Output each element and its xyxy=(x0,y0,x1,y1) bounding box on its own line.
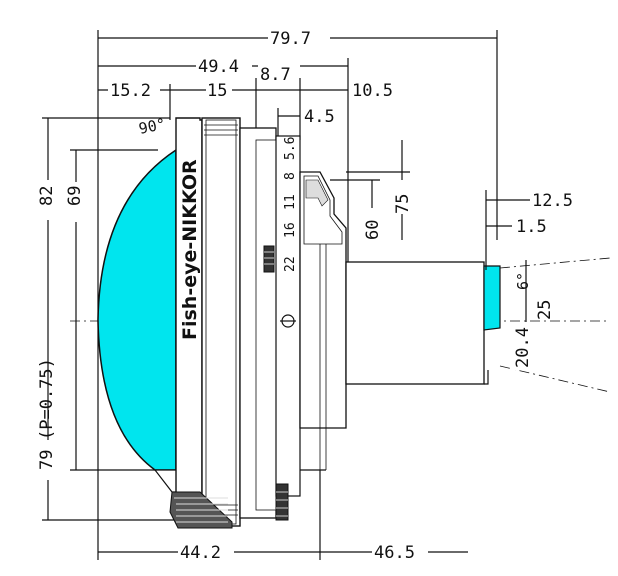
aperture-11: 11 xyxy=(283,194,298,210)
dim-length-4-5: 4.5 xyxy=(304,107,335,127)
aperture-8: 8 xyxy=(283,172,298,180)
rear-tube xyxy=(345,261,501,385)
bottom-dimensions: 44.2 46.5 xyxy=(98,470,468,563)
pupil-note: (P=0.75) xyxy=(37,358,57,440)
right-dimensions: 60 75 12.5 1.5 6° 25 20.4 xyxy=(330,140,611,393)
dim-diameter-69: 69 xyxy=(65,186,85,206)
dim-length-8-7: 8.7 xyxy=(260,65,291,85)
top-dimensions: 79.7 49.4 15.2 15 8.7 10.5 4.5 xyxy=(97,28,498,560)
aperture-5-6: 5.6 xyxy=(283,137,298,160)
dim-length-44-2: 44.2 xyxy=(180,543,221,563)
dim-length-10-5: 10.5 xyxy=(352,81,393,101)
dim-diameter-25: 25 xyxy=(535,300,555,320)
dim-length-1-5: 1.5 xyxy=(516,217,547,237)
left-dimensions: 82 69 79 (P=0.75) xyxy=(36,117,198,521)
dim-overall-length: 79.7 xyxy=(270,29,311,49)
dim-length-46-5: 46.5 xyxy=(374,543,415,563)
aperture-22: 22 xyxy=(283,256,298,272)
dim-diameter-60: 60 xyxy=(363,220,383,240)
dim-length-49-4: 49.4 xyxy=(198,57,239,77)
brand-label: Fish-eye-NIKKOR xyxy=(179,159,201,340)
aperture-ring: 5.6 8 11 16 22 xyxy=(239,127,301,521)
dim-length-15: 15 xyxy=(207,81,227,101)
dim-diameter-82: 82 xyxy=(37,186,57,206)
dim-length-15-2: 15.2 xyxy=(110,81,151,101)
angle-6-label: 6° xyxy=(514,272,532,290)
aperture-16: 16 xyxy=(283,222,298,238)
dim-diameter-75: 75 xyxy=(393,194,413,214)
dim-diameter-20-4: 20.4 xyxy=(513,327,533,368)
dim-diameter-79: 79 xyxy=(37,450,57,470)
angle-90-label: 90° xyxy=(137,115,167,138)
bayonet-mount xyxy=(299,171,347,471)
lens-barrel: Fish-eye-NIKKOR xyxy=(169,117,241,529)
dim-length-12-5: 12.5 xyxy=(532,191,573,211)
